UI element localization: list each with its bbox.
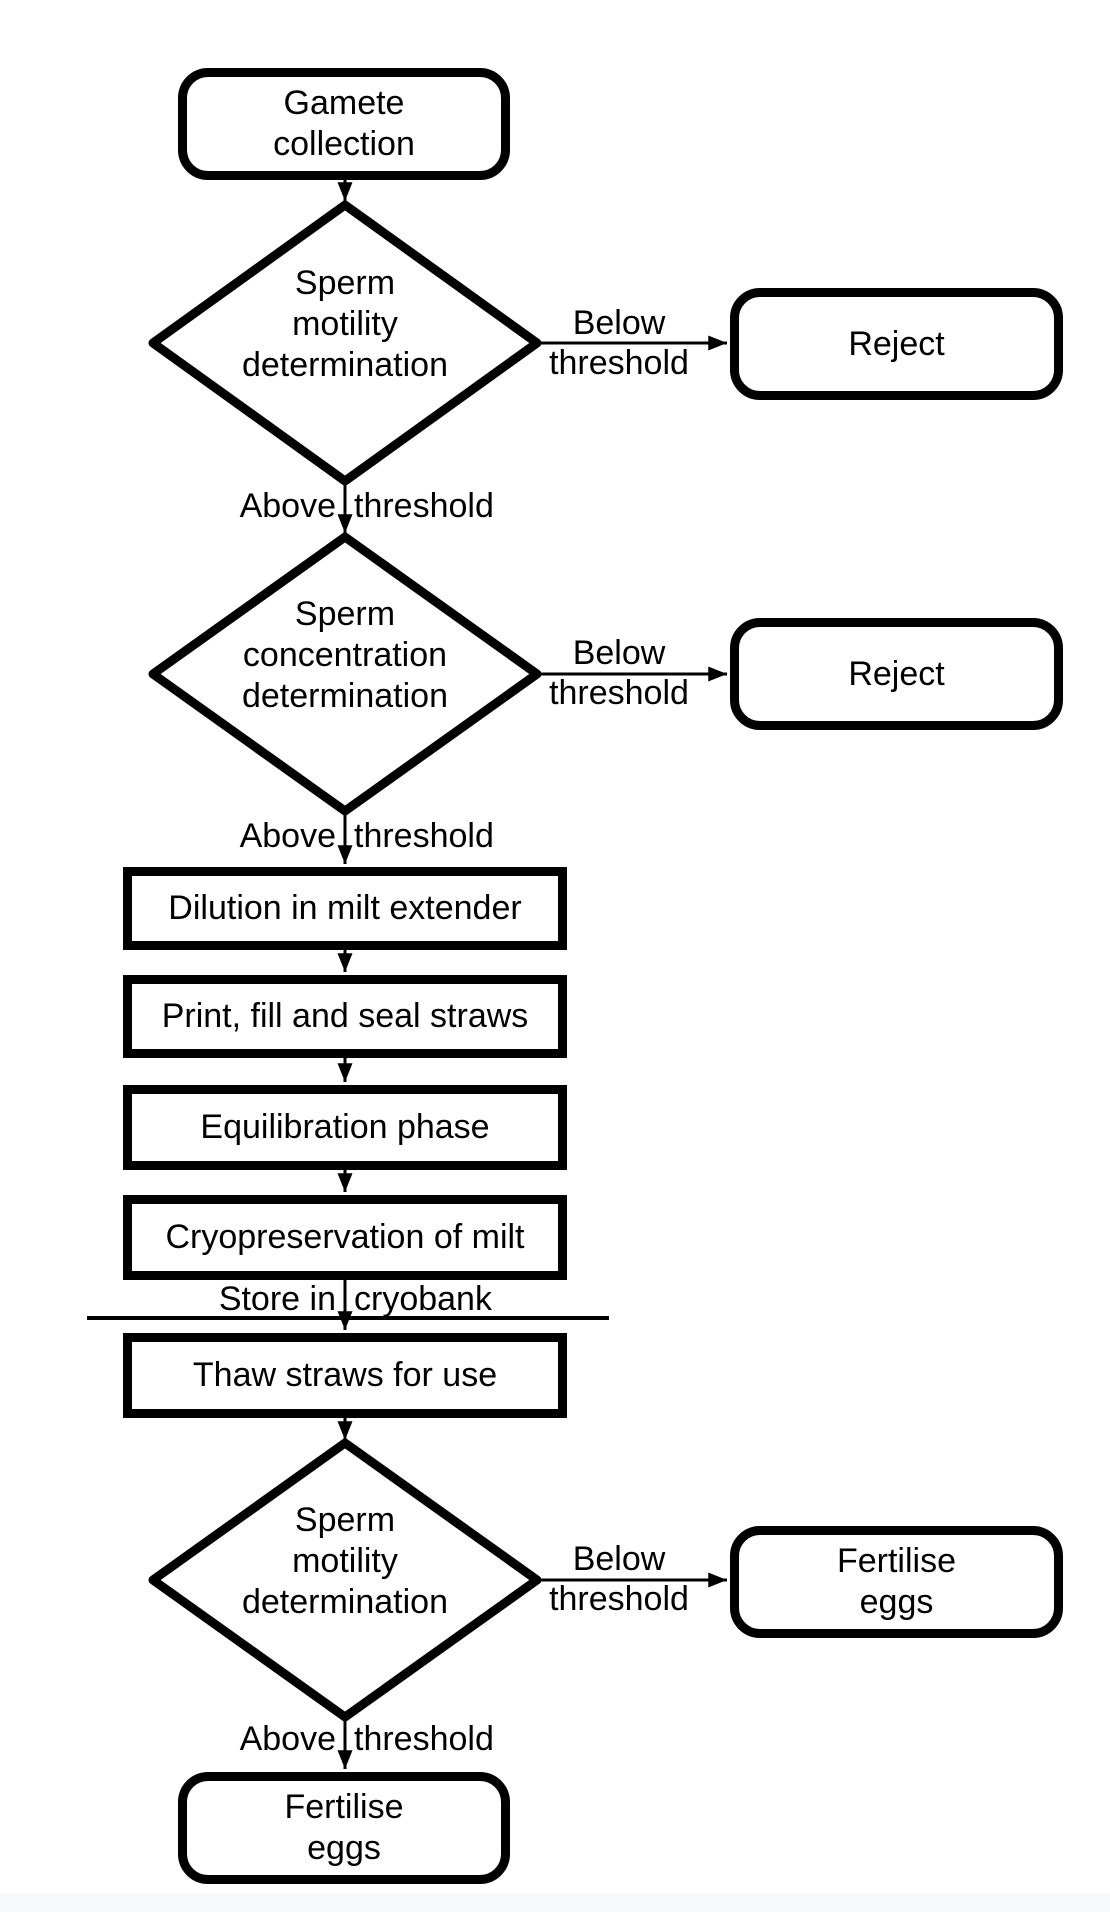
edge-label-above-threshold-1: Above threshold bbox=[0, 486, 1110, 527]
decision-sperm-motility-1: Sperm motility determination bbox=[153, 205, 537, 481]
edge-label-above-3-word1: Above bbox=[239, 1720, 336, 1758]
decision-sperm-motility-1-label: Sperm motility determination bbox=[241, 263, 448, 384]
node-fertilise-eggs-bottom-label: Fertilise eggs bbox=[284, 1788, 404, 1867]
node-dilution-in-milt-extender: Dilution in milt extender bbox=[123, 867, 567, 950]
node-print-fill-seal-straws: Print, fill and seal straws bbox=[123, 975, 567, 1058]
node-reject-2: Reject bbox=[730, 618, 1063, 730]
node-print-fill-seal-label: Print, fill and seal straws bbox=[161, 997, 529, 1035]
node-thaw-straws-for-use: Thaw straws for use bbox=[123, 1333, 567, 1418]
edge-label-below-2-line1: Below bbox=[572, 634, 666, 672]
edge-label-above-threshold-2: Above threshold bbox=[0, 816, 1110, 857]
decision-sperm-motility-2-label: Sperm motility determination bbox=[241, 1500, 448, 1621]
decision-sperm-concentration: Sperm concentration determination bbox=[153, 537, 537, 811]
decision-sperm-concentration-label: Sperm concentration determination bbox=[241, 594, 448, 715]
node-fertilise-eggs-right: Fertilise eggs bbox=[730, 1526, 1063, 1638]
edge-label-below-threshold-2: Below threshold bbox=[509, 633, 729, 713]
decision-sperm-motility-2: Sperm motility determination bbox=[153, 1443, 537, 1717]
node-reject-1: Reject bbox=[730, 288, 1063, 400]
edge-label-below-1-line2: threshold bbox=[549, 344, 689, 382]
edge-label-below-3-line1: Below bbox=[572, 1540, 666, 1578]
edge-label-above-threshold-3: Above threshold bbox=[0, 1719, 1110, 1760]
node-equilibration-label: Equilibration phase bbox=[200, 1108, 490, 1146]
node-fertilise-eggs-bottom: Fertilise eggs bbox=[178, 1772, 510, 1884]
edge-label-below-2-line2: threshold bbox=[549, 674, 689, 712]
edge-label-above-1-word2: threshold bbox=[354, 487, 494, 525]
edge-label-below-threshold-1: Below threshold bbox=[509, 303, 729, 383]
edge-label-above-2-word2: threshold bbox=[354, 817, 494, 855]
node-gamete-collection: Gamete collection bbox=[178, 68, 510, 180]
node-reject-1-label: Reject bbox=[848, 324, 945, 363]
edge-label-store-word1: Store in bbox=[218, 1280, 336, 1318]
node-gamete-collection-label: Gamete collection bbox=[273, 84, 415, 163]
node-cryopreservation-of-milt: Cryopreservation of milt bbox=[123, 1195, 567, 1280]
edge-label-store-in-cryobank: Store in cryobank bbox=[0, 1279, 1110, 1320]
node-dilution-label: Dilution in milt extender bbox=[168, 889, 522, 927]
node-thaw-label: Thaw straws for use bbox=[192, 1356, 498, 1394]
page-bottom-strip bbox=[0, 1894, 1110, 1912]
edge-label-above-1-word1: Above bbox=[239, 487, 336, 525]
edge-label-above-3-word2: threshold bbox=[354, 1720, 494, 1758]
edge-label-below-1-line1: Below bbox=[572, 304, 666, 342]
node-cryopreservation-label: Cryopreservation of milt bbox=[165, 1218, 525, 1256]
edge-label-below-threshold-3: Below threshold bbox=[509, 1539, 729, 1619]
node-fertilise-eggs-right-label: Fertilise eggs bbox=[836, 1542, 957, 1621]
node-equilibration-phase: Equilibration phase bbox=[123, 1085, 567, 1170]
node-reject-2-label: Reject bbox=[848, 654, 945, 693]
edge-label-above-2-word1: Above bbox=[239, 817, 336, 855]
edge-label-store-word2: cryobank bbox=[354, 1280, 492, 1318]
edge-label-below-3-line2: threshold bbox=[549, 1580, 689, 1618]
